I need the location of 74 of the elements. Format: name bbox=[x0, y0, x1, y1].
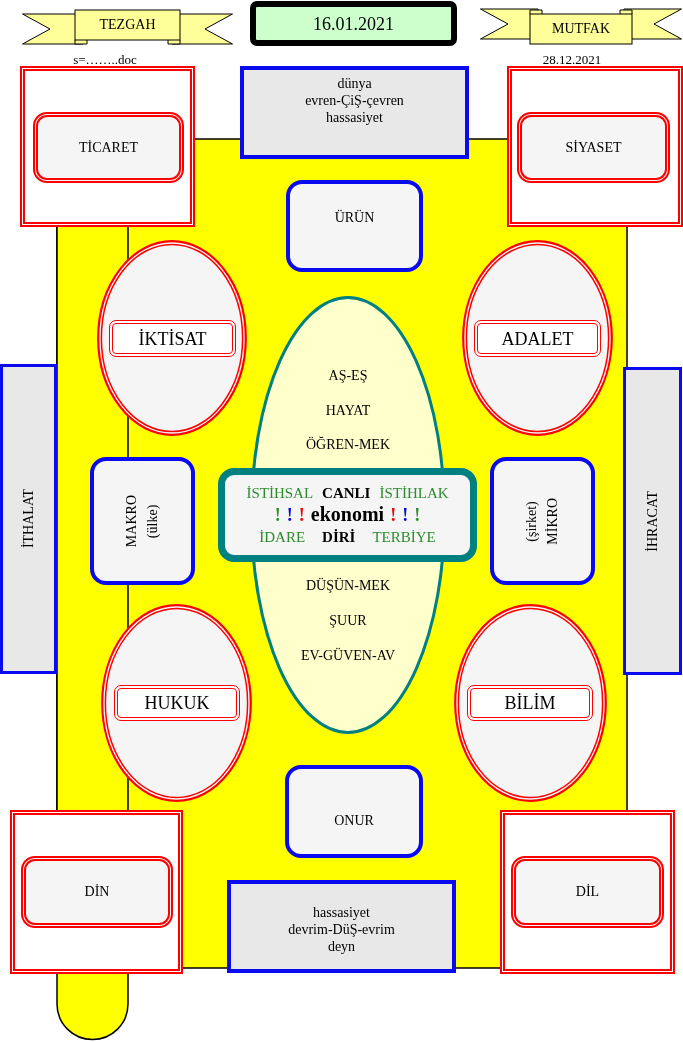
panel-text: hassasiyet bbox=[326, 109, 383, 126]
oval-frame bbox=[462, 240, 613, 436]
keyword-text: ! bbox=[390, 504, 397, 527]
oval-frame bbox=[101, 604, 252, 802]
panel-label: (şirket) bbox=[523, 500, 540, 542]
keyword-text: ! bbox=[286, 504, 293, 527]
panel-label: (ülke) bbox=[144, 504, 161, 538]
panel-text: devrim-DüŞ-evrim bbox=[288, 921, 395, 938]
rounded-tag bbox=[33, 112, 184, 183]
rounded-tag bbox=[21, 856, 173, 928]
oval-text: ŞUUR bbox=[329, 612, 367, 630]
oval-text: ÖĞREN-MEK bbox=[306, 436, 390, 454]
center-panel bbox=[218, 468, 477, 562]
date-heading: 16.01.2021 bbox=[313, 14, 394, 33]
ribbon-banner bbox=[22, 10, 233, 46]
side-panel bbox=[623, 367, 682, 675]
date-panel bbox=[250, 1, 457, 46]
oval-frame bbox=[454, 604, 607, 802]
rounded-tag bbox=[511, 856, 664, 928]
oval-text: AŞ-EŞ bbox=[328, 367, 368, 385]
oval-text: EV-GÜVEN-AV bbox=[300, 647, 396, 665]
rounded-panel bbox=[285, 765, 423, 858]
banner-title: MUTFAK bbox=[551, 20, 611, 38]
ribbon-banner bbox=[480, 9, 682, 45]
category-label: DİN bbox=[84, 883, 110, 901]
keyword-text: İDARE bbox=[259, 528, 306, 547]
side-label: İHRACAT bbox=[643, 490, 661, 552]
concept-label: İKTİSAT bbox=[138, 329, 207, 348]
concept-tag bbox=[114, 685, 240, 721]
category-label: DİL bbox=[575, 883, 600, 901]
concept-tag bbox=[467, 685, 593, 721]
side-label: İTHALAT bbox=[19, 489, 37, 549]
panel-label: ONUR bbox=[334, 811, 374, 830]
frame-panel bbox=[500, 810, 675, 974]
keyword-text: ekonomi bbox=[310, 503, 385, 526]
panel-label: MAKRO bbox=[123, 494, 140, 548]
concept-label: ADALET bbox=[501, 329, 574, 348]
keyword-text: ! bbox=[414, 504, 421, 527]
date-note: 28.12.2021 bbox=[542, 52, 602, 67]
oval-text: HAYAT bbox=[325, 402, 371, 420]
keyword-text: İSTİHSAL bbox=[246, 484, 314, 503]
concept-label: BİLİM bbox=[504, 694, 556, 712]
rounded-panel bbox=[286, 180, 423, 272]
info-panel bbox=[227, 880, 456, 973]
rounded-panel bbox=[490, 457, 595, 585]
rounded-panel bbox=[90, 457, 195, 585]
info-panel bbox=[240, 66, 469, 159]
panel-text: hassasiyet bbox=[313, 904, 370, 921]
oval-frame bbox=[97, 240, 247, 436]
keyword-text: CANLI bbox=[322, 484, 371, 503]
category-label: TİCARET bbox=[78, 138, 139, 157]
keyword-text: İSTİHLAK bbox=[379, 484, 449, 503]
frame-panel bbox=[20, 66, 195, 227]
side-panel bbox=[0, 364, 57, 674]
keyword-text: ! bbox=[402, 504, 409, 527]
frame-panel bbox=[10, 810, 183, 974]
panel-label: MİKRO bbox=[544, 497, 561, 545]
keyword-text: ! bbox=[298, 504, 305, 527]
file-note: s=……..doc bbox=[73, 52, 137, 67]
keyword-text: TERBİYE bbox=[372, 528, 436, 547]
panel-text: evren-ÇiŞ-çevren bbox=[305, 92, 404, 109]
frame-panel bbox=[507, 66, 683, 227]
concept-tag bbox=[109, 320, 236, 357]
category-label: SİYASET bbox=[565, 138, 622, 157]
panel-text: deyn bbox=[327, 938, 356, 955]
panel-text: dünya bbox=[337, 75, 372, 92]
keyword-text: ! bbox=[274, 504, 281, 527]
panel-label: ÜRÜN bbox=[334, 209, 375, 227]
concept-tag bbox=[474, 320, 601, 357]
rounded-tag bbox=[517, 112, 670, 183]
keyword-text: DİRİ bbox=[322, 528, 356, 547]
banner-title: TEZGAH bbox=[99, 16, 156, 34]
oval-text: DÜŞÜN-MEK bbox=[306, 577, 390, 595]
concept-label: HUKUK bbox=[144, 694, 210, 712]
